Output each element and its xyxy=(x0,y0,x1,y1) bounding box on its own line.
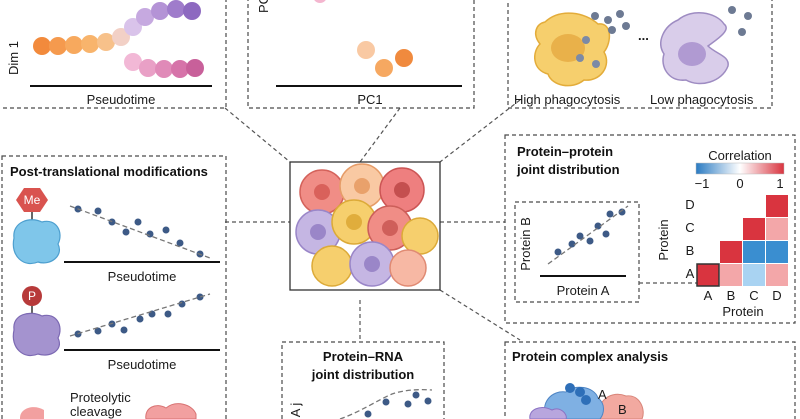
ptm-panel: Post-translational modifications Me Pseu… xyxy=(1,155,227,419)
connector-lines xyxy=(224,99,521,341)
complex-title: Protein complex analysis xyxy=(512,349,668,364)
heatmap-row-b: B xyxy=(686,243,695,258)
ptm-scatter-2 xyxy=(69,293,211,338)
correlation-legend-title: Correlation xyxy=(708,148,772,163)
legend-tick-max: 1 xyxy=(776,176,783,191)
heatmap-row-d: D xyxy=(685,197,694,212)
prna-title-line2: joint distribution xyxy=(311,367,415,382)
high-phagocytosis-label: High phagocytosis xyxy=(514,92,621,107)
protein-complex-panel: Protein complex analysis A B xyxy=(504,341,796,419)
heatmap-x-axis-label: Protein xyxy=(722,304,763,319)
prna-y-label: A j xyxy=(288,403,303,418)
protein-rna-panel: Protein–RNA joint distribution A j xyxy=(281,341,445,419)
protein-a-label: Protein A xyxy=(557,283,610,298)
trajectory-cells xyxy=(33,0,204,78)
particles-high xyxy=(591,10,630,34)
p-badge-text: P xyxy=(28,289,36,303)
prna-title-line1: Protein–RNA xyxy=(323,349,404,364)
ppi-title-line2: joint distribution xyxy=(516,162,620,177)
pc1-axis-label: PC1 xyxy=(357,92,382,107)
ellipsis-text: ... xyxy=(638,28,649,43)
complex-label-b: B xyxy=(618,402,627,417)
complex-label-a: A xyxy=(598,387,607,402)
ptm-xlabel-2: Pseudotime xyxy=(108,357,177,372)
legend-tick-min: −1 xyxy=(695,176,710,191)
ptm-title: Post-translational modifications xyxy=(10,164,208,179)
ppi-scatter xyxy=(547,205,629,265)
cleavage-label-line1: Proteolytic xyxy=(70,390,131,405)
cell-cluster-illustration xyxy=(289,161,441,291)
heatmap-y-axis-label: Protein xyxy=(656,219,671,260)
dim1-axis-label: Dim 1 xyxy=(6,41,21,75)
pca-panel: PC PC1 xyxy=(247,0,475,109)
heatmap-row-c: C xyxy=(685,220,694,235)
ppi-title-line1: Protein–protein xyxy=(517,144,613,159)
ptm-scatter-1 xyxy=(69,205,211,259)
phagocytosis-panel: ... High phagocytosis Low phagocytosis xyxy=(507,0,773,109)
heatmap-col-c: C xyxy=(749,288,758,303)
ptm-xlabel-1: Pseudotime xyxy=(108,269,177,284)
me-badge-text: Me xyxy=(24,193,41,207)
protein-protein-panel: Protein–protein joint distribution Prote… xyxy=(504,134,796,324)
cleavage-label-line2: cleavage xyxy=(70,404,122,419)
heatmap-col-a: A xyxy=(704,288,713,303)
high-phagocytosis-cell xyxy=(534,12,611,87)
trajectory-panel: Dim 1 Pseudotime xyxy=(0,0,227,109)
low-phagocytosis-label: Low phagocytosis xyxy=(650,92,754,107)
heatmap-cells xyxy=(696,195,788,287)
low-phagocytosis-cell xyxy=(660,12,729,85)
pc-axis-label: PC xyxy=(256,0,271,13)
heatmap-row-a: A xyxy=(686,266,695,281)
heatmap-col-d: D xyxy=(772,288,781,303)
heatmap-col-b: B xyxy=(727,288,736,303)
legend-tick-mid: 0 xyxy=(736,176,743,191)
particles-low xyxy=(728,6,752,36)
protein-b-label: Protein B xyxy=(518,217,533,270)
pseudotime-axis-label: Pseudotime xyxy=(87,92,156,107)
